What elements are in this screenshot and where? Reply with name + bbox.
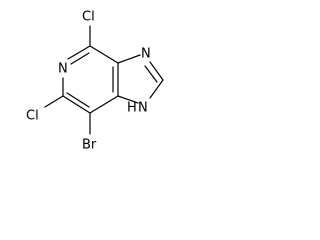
- bond-n5-c4: [67, 45, 91, 60]
- atom-nh-h: H: [127, 101, 137, 116]
- atom-nh-n: N: [138, 101, 148, 116]
- substituent-bonds: [44, 25, 91, 135]
- atom-br: Br: [82, 138, 97, 153]
- imidazole-ring: [117, 54, 164, 104]
- bond-c4-c3a: [89, 45, 119, 64]
- atom-n-imidazole-top: N: [141, 47, 151, 62]
- bond-n5-c4-double: [70, 52, 90, 65]
- atom-n-ring: N: [58, 62, 68, 77]
- atom-cl-left: Cl: [26, 109, 39, 124]
- bond-c7a-c7: [89, 95, 119, 114]
- atom-cl-top: Cl: [82, 10, 95, 25]
- bond-n3-c2: [149, 61, 164, 81]
- chemical-structure: Cl N Cl Br N H N: [26, 10, 164, 153]
- bond-c7-c6-double: [66, 92, 90, 108]
- bond-c6-cl: [44, 95, 64, 108]
- pyridine-ring: [62, 45, 119, 114]
- bond-c2-n1: [149, 79, 164, 99]
- bond-n1-c7a: [117, 95, 139, 104]
- bond-c3a-n3: [117, 54, 141, 64]
- bond-n3-c2-double: [144, 65, 158, 83]
- bond-c7-c6: [62, 95, 91, 114]
